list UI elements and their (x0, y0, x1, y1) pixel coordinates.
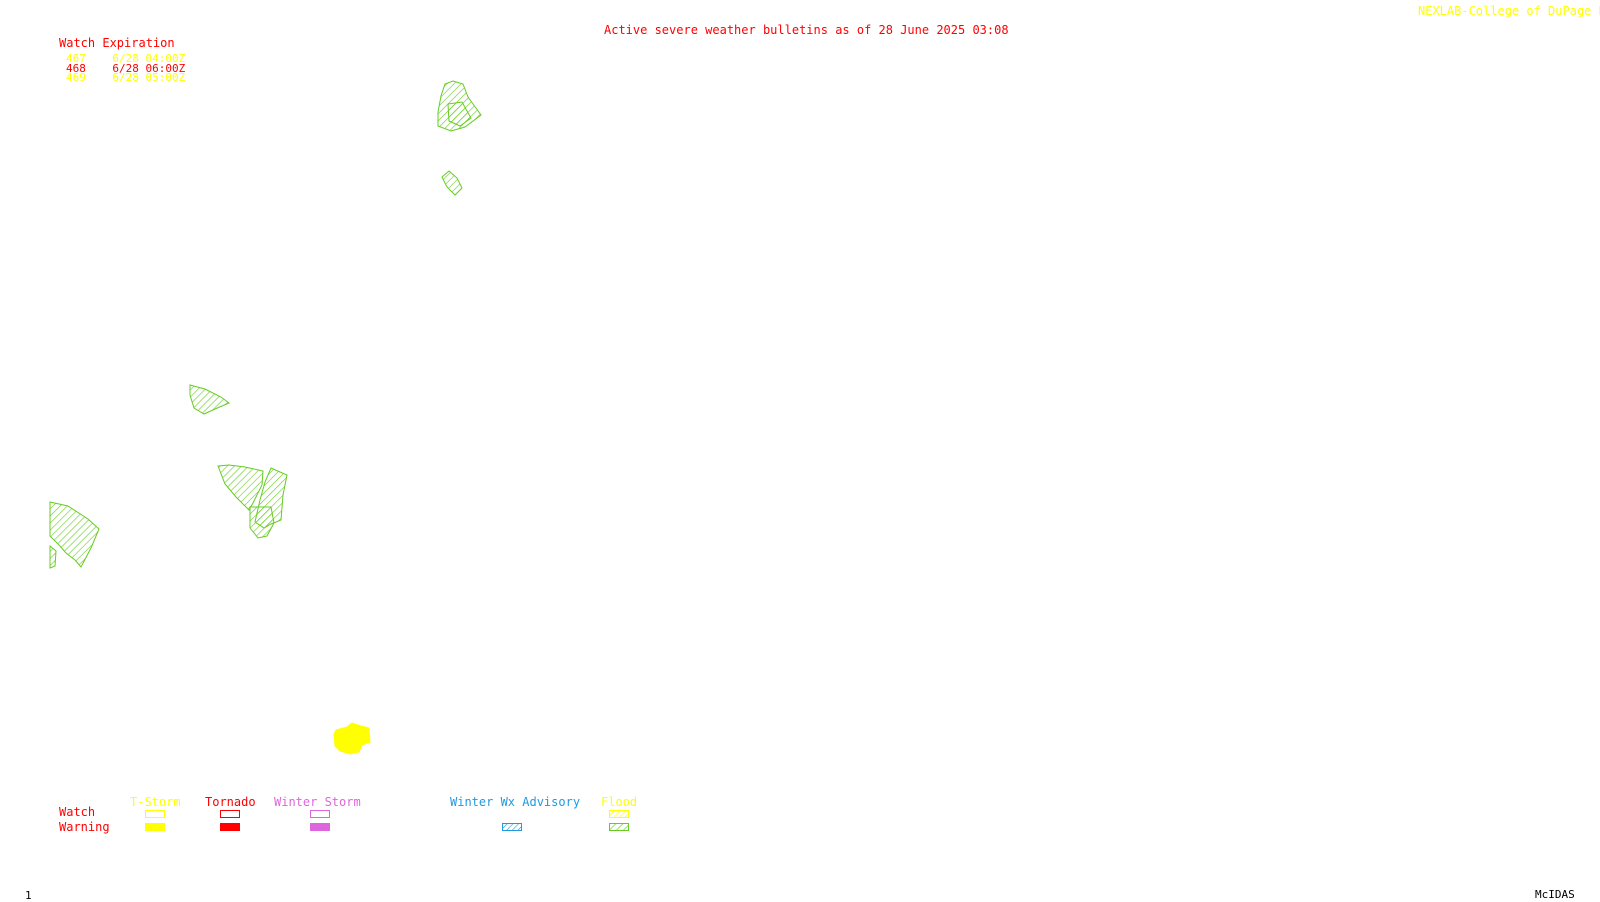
legend-category-tornado: Tornado (205, 795, 256, 809)
bulletin-title: Active severe weather bulletins as of 28… (604, 23, 1009, 37)
legend-watch-label: Watch (59, 805, 96, 819)
legend-warning-label: Warning (59, 820, 110, 834)
legend-tornado-watch-swatch (220, 810, 240, 818)
watch-row: 468 6/28 06:00Z (66, 63, 185, 74)
frame-number: 1 (25, 889, 32, 902)
legend-flood-watch-swatch (609, 810, 629, 818)
watch-expiration-heading: Watch Expiration (59, 36, 175, 50)
credit-text: NEXLAB-College of DuPage R (1418, 4, 1600, 18)
legend-tornado-warning-swatch (220, 823, 240, 831)
flood-warning-polygon (441, 170, 463, 196)
watch-time: 6/28 05:00Z (112, 71, 186, 84)
flood-warning-polygon (217, 464, 264, 511)
legend-flood-warning-swatch (609, 823, 629, 831)
watch-id: 468 (66, 62, 86, 75)
software-label: McIDAS (1535, 888, 1575, 901)
watch-time: 6/28 04:00Z (112, 52, 186, 65)
flood-warning-polygons (49, 80, 482, 569)
flood-warning-polygon (49, 544, 57, 569)
legend-winter-wx-advisory-swatch (502, 823, 522, 831)
flood-warning-polygon (249, 506, 275, 539)
legend-category-winter-storm: Winter Storm (274, 795, 361, 809)
legend-category-flood: Flood (601, 795, 638, 809)
legend-winter-storm-warning-swatch (310, 823, 330, 831)
watch-id: 469 (66, 71, 86, 84)
tstorm-warning-polygons (333, 722, 371, 755)
watch-id: 467 (66, 52, 86, 65)
flood-warning-polygon (189, 384, 230, 415)
watch-row: 467 6/28 04:00Z (66, 53, 185, 64)
legend-tstorm-watch-swatch (145, 810, 165, 818)
watch-row: 469 6/28 05:00Z (66, 72, 185, 83)
legend-category-tstorm: T-Storm (130, 795, 181, 809)
tstorm-warning-polygon (333, 722, 371, 755)
legend-category-winter-wx-advisory: Winter Wx Advisory (450, 795, 581, 809)
legend-tstorm-warning-swatch (145, 823, 165, 831)
watch-time: 6/28 06:00Z (112, 62, 186, 75)
legend-winter-storm-watch-swatch (310, 810, 330, 818)
flood-warning-polygon (49, 501, 100, 568)
flood-warning-polygon (447, 101, 472, 127)
